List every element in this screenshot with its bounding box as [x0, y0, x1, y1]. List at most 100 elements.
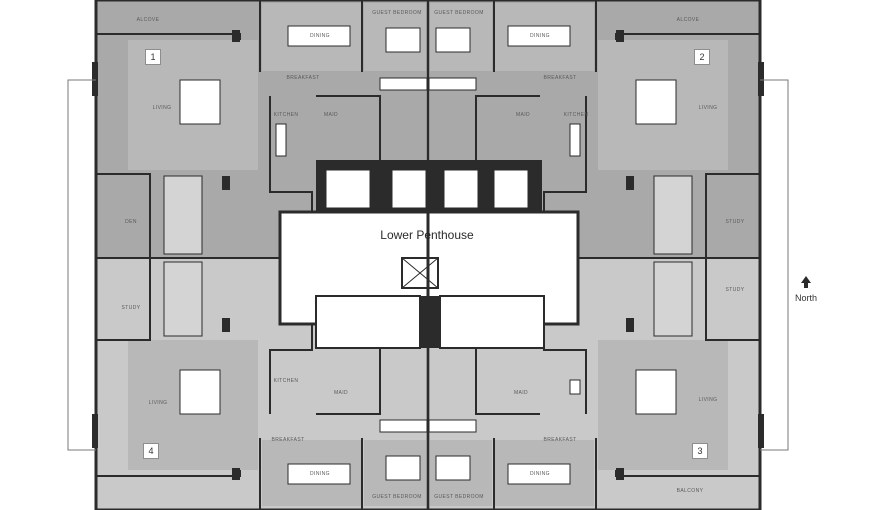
bed [385, 27, 421, 53]
room-label-kitchen: KITCHEN [273, 378, 299, 384]
lift-2 [391, 169, 427, 209]
column [232, 30, 240, 42]
room-label-alcove: ALCOVE [136, 17, 160, 23]
room-label-guest-bedroom: GUEST BEDROOM [434, 10, 484, 16]
room-label-breakfast: BREAKFAST [286, 75, 320, 81]
room-label-guest-bedroom: GUEST BEDROOM [372, 494, 422, 500]
room-label-guest-bedroom: GUEST BEDROOM [434, 494, 484, 500]
unit-number: 4 [143, 443, 159, 459]
kitchen-island [275, 123, 287, 157]
sofa-set [179, 369, 221, 415]
room-label-study: STUDY [725, 219, 745, 225]
room-label-maid: MAID [323, 112, 339, 118]
column [616, 468, 624, 480]
sofa-set [635, 369, 677, 415]
room-label-study: STUDY [725, 287, 745, 293]
dining-tables [287, 25, 571, 485]
north-arrow-icon [801, 276, 811, 288]
stair-unit-2 [653, 175, 693, 255]
west-balcony [67, 79, 97, 451]
room-label-balcony: BALCONY [676, 488, 704, 494]
kitchen-counters [275, 123, 581, 395]
study-wall-4 [96, 258, 151, 341]
maid-wall-4 [316, 348, 381, 415]
room-label-living: LIVING [152, 105, 172, 111]
room-label-living: LIVING [148, 400, 168, 406]
room-label-den: DEN [125, 219, 137, 225]
stair-east [439, 295, 545, 349]
kitchen-island [569, 123, 581, 157]
room-label-breakfast: BREAKFAST [543, 75, 577, 81]
room-label-kitchen: KITCHEN [563, 112, 589, 118]
room-label-kitchen: KITCHEN [273, 112, 299, 118]
column [222, 176, 230, 190]
room-label-dining: DINING [310, 471, 330, 477]
lift-3 [443, 169, 479, 209]
column [222, 318, 230, 332]
sofa-set [179, 79, 221, 125]
room-label-maid: MAID [515, 112, 531, 118]
room-label-dining: DINING [530, 33, 550, 39]
bed [385, 455, 421, 481]
room-label-alcove: ALCOVE [676, 17, 700, 23]
den-wall-1 [96, 173, 151, 258]
dining-table [287, 25, 351, 47]
dining-table [287, 463, 351, 485]
room-label-dining: DINING [310, 33, 330, 39]
east-balcony [759, 79, 789, 451]
outer-wall [94, 0, 762, 510]
service-shaft-x2 [401, 257, 439, 289]
bed [435, 27, 471, 53]
stair-unit-4 [163, 261, 203, 337]
room-label-breakfast: BREAKFAST [543, 437, 577, 443]
column [626, 176, 634, 190]
stair-unit-1 [163, 175, 203, 255]
floor-title: Lower Penthouse [380, 228, 474, 242]
room-label-living: LIVING [698, 105, 718, 111]
stair-unit-3 [653, 261, 693, 337]
room-label-living: LIVING [698, 397, 718, 403]
kitchen-island [569, 379, 581, 395]
columns [92, 30, 764, 480]
maid-wall-2 [475, 95, 540, 160]
kitchen-wall-1 [269, 96, 313, 212]
beds [385, 27, 471, 481]
core-shaft [420, 296, 440, 348]
bed [435, 455, 471, 481]
lift-1 [325, 169, 371, 209]
kitchen-wall-4 [269, 324, 313, 414]
room-label-dining: DINING [530, 471, 550, 477]
room-label-maid: MAID [513, 390, 529, 396]
north-label: North [794, 293, 818, 303]
kitchen-wall-3 [543, 324, 587, 414]
unit-number: 3 [692, 443, 708, 459]
column [626, 318, 634, 332]
dining-table [507, 25, 571, 47]
room-label-maid: MAID [333, 390, 349, 396]
lift-4 [493, 169, 529, 209]
room-label-breakfast: BREAKFAST [271, 437, 305, 443]
column [758, 62, 764, 96]
study-wall-3 [705, 258, 760, 341]
unit-number: 2 [694, 49, 710, 65]
column [232, 468, 240, 480]
living-furniture [179, 79, 677, 415]
maid-wall-3 [475, 348, 540, 415]
stair-west [315, 295, 421, 349]
column [616, 30, 624, 42]
column [758, 414, 764, 448]
kitchen-wall-2 [543, 96, 587, 212]
room-label-study: STUDY [121, 305, 141, 311]
sofa-set [635, 79, 677, 125]
unit-number: 1 [145, 49, 161, 65]
walls [94, 0, 762, 510]
column [92, 62, 98, 96]
study-wall-2 [705, 173, 760, 258]
dining-table [507, 463, 571, 485]
balcony-ties [68, 79, 788, 451]
maid-wall-1 [316, 95, 381, 160]
column [92, 414, 98, 448]
room-label-guest-bedroom: GUEST BEDROOM [372, 10, 422, 16]
unit-stairs [163, 175, 693, 337]
